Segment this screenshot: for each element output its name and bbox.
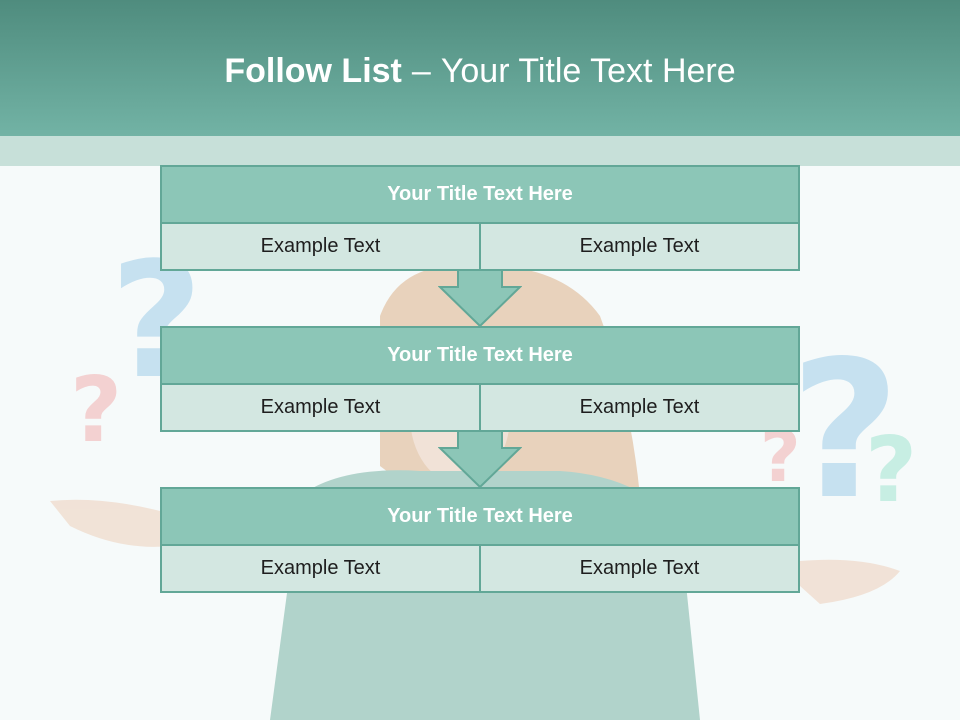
block-cell-left: Example Text [260, 396, 381, 418]
block-cell-right: Example Text [479, 385, 798, 430]
block-cell-left: Example Text [260, 235, 381, 257]
slide-title-bold: Follow List [224, 52, 402, 90]
question-mark-icon: ? [70, 358, 122, 463]
slide-title-rest: Your Title Text Here [440, 52, 736, 90]
slide-title-separator: – [411, 52, 431, 90]
list-block-1: Your Title Text Here Example Text Exampl… [160, 165, 800, 271]
left-hand [50, 499, 170, 547]
question-mark-icon: ? [865, 418, 917, 523]
right-hand [800, 559, 900, 604]
slide-title: Follow List–Your Title Text Here [0, 52, 960, 91]
question-mark-icon: ? [790, 320, 900, 541]
title-bar-strip [0, 136, 960, 166]
down-arrow-icon [438, 431, 522, 489]
title-bar [0, 0, 960, 136]
block-title: Your Title Text Here [162, 328, 798, 385]
down-arrow-icon [438, 270, 522, 328]
block-title: Your Title Text Here [162, 489, 798, 546]
block-title: Your Title Text Here [162, 167, 798, 224]
list-block-2: Your Title Text Here Example Text Exampl… [160, 326, 800, 432]
block-cell-left: Example Text [260, 557, 381, 579]
block-cell-right: Example Text [479, 546, 798, 591]
list-block-3: Your Title Text Here Example Text Exampl… [160, 487, 800, 593]
block-cell-right: Example Text [479, 224, 798, 269]
